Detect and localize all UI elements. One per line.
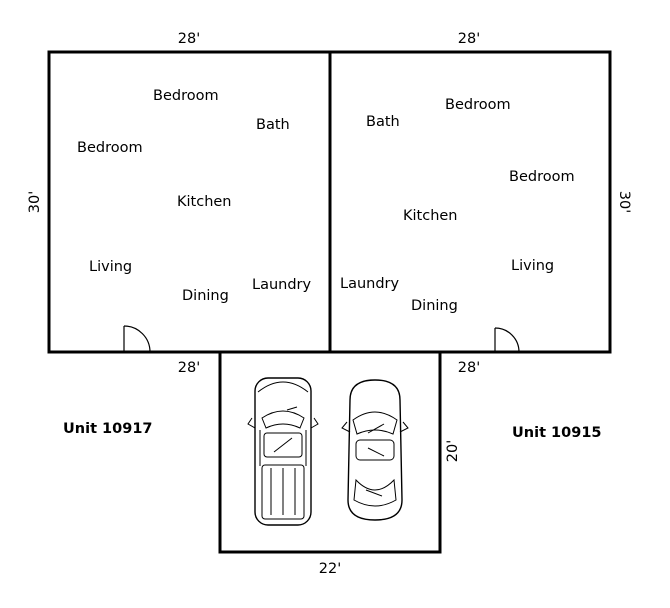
right-bottom-dimension: 28' (458, 360, 480, 376)
left-bottom-dimension: 28' (178, 360, 200, 376)
room-label: Living (511, 258, 554, 274)
room-label: Dining (411, 298, 458, 314)
room-label: Bedroom (77, 140, 143, 156)
unit-10915-walls (328, 50, 612, 354)
room-label: Bedroom (445, 97, 511, 113)
unit-10915-door (494, 327, 520, 353)
room-label: Bedroom (509, 169, 575, 185)
room-label: Dining (182, 288, 229, 304)
garage-depth-dimension: 20' (445, 440, 461, 462)
room-label: Kitchen (403, 208, 458, 224)
garage-walls (218, 352, 442, 554)
left-top-dimension: 28' (178, 31, 200, 47)
room-label: Bath (256, 117, 290, 133)
unit-10917-name: Unit 10917 (63, 421, 153, 437)
right-top-dimension: 28' (458, 31, 480, 47)
room-label: Kitchen (177, 194, 232, 210)
room-label: Living (89, 259, 132, 275)
room-label: Bedroom (153, 88, 219, 104)
unit-10917-door (123, 325, 151, 353)
unit-10915-name: Unit 10915 (512, 425, 602, 441)
room-label: Laundry (252, 277, 312, 293)
pickup-truck-icon (247, 377, 319, 526)
right-height-dimension: 30' (616, 191, 632, 213)
room-label: Bath (366, 114, 400, 130)
left-height-dimension: 30' (27, 191, 43, 213)
garage-width-dimension: 22' (319, 561, 341, 577)
room-label: Laundry (340, 276, 400, 292)
sedan-icon (341, 379, 409, 521)
